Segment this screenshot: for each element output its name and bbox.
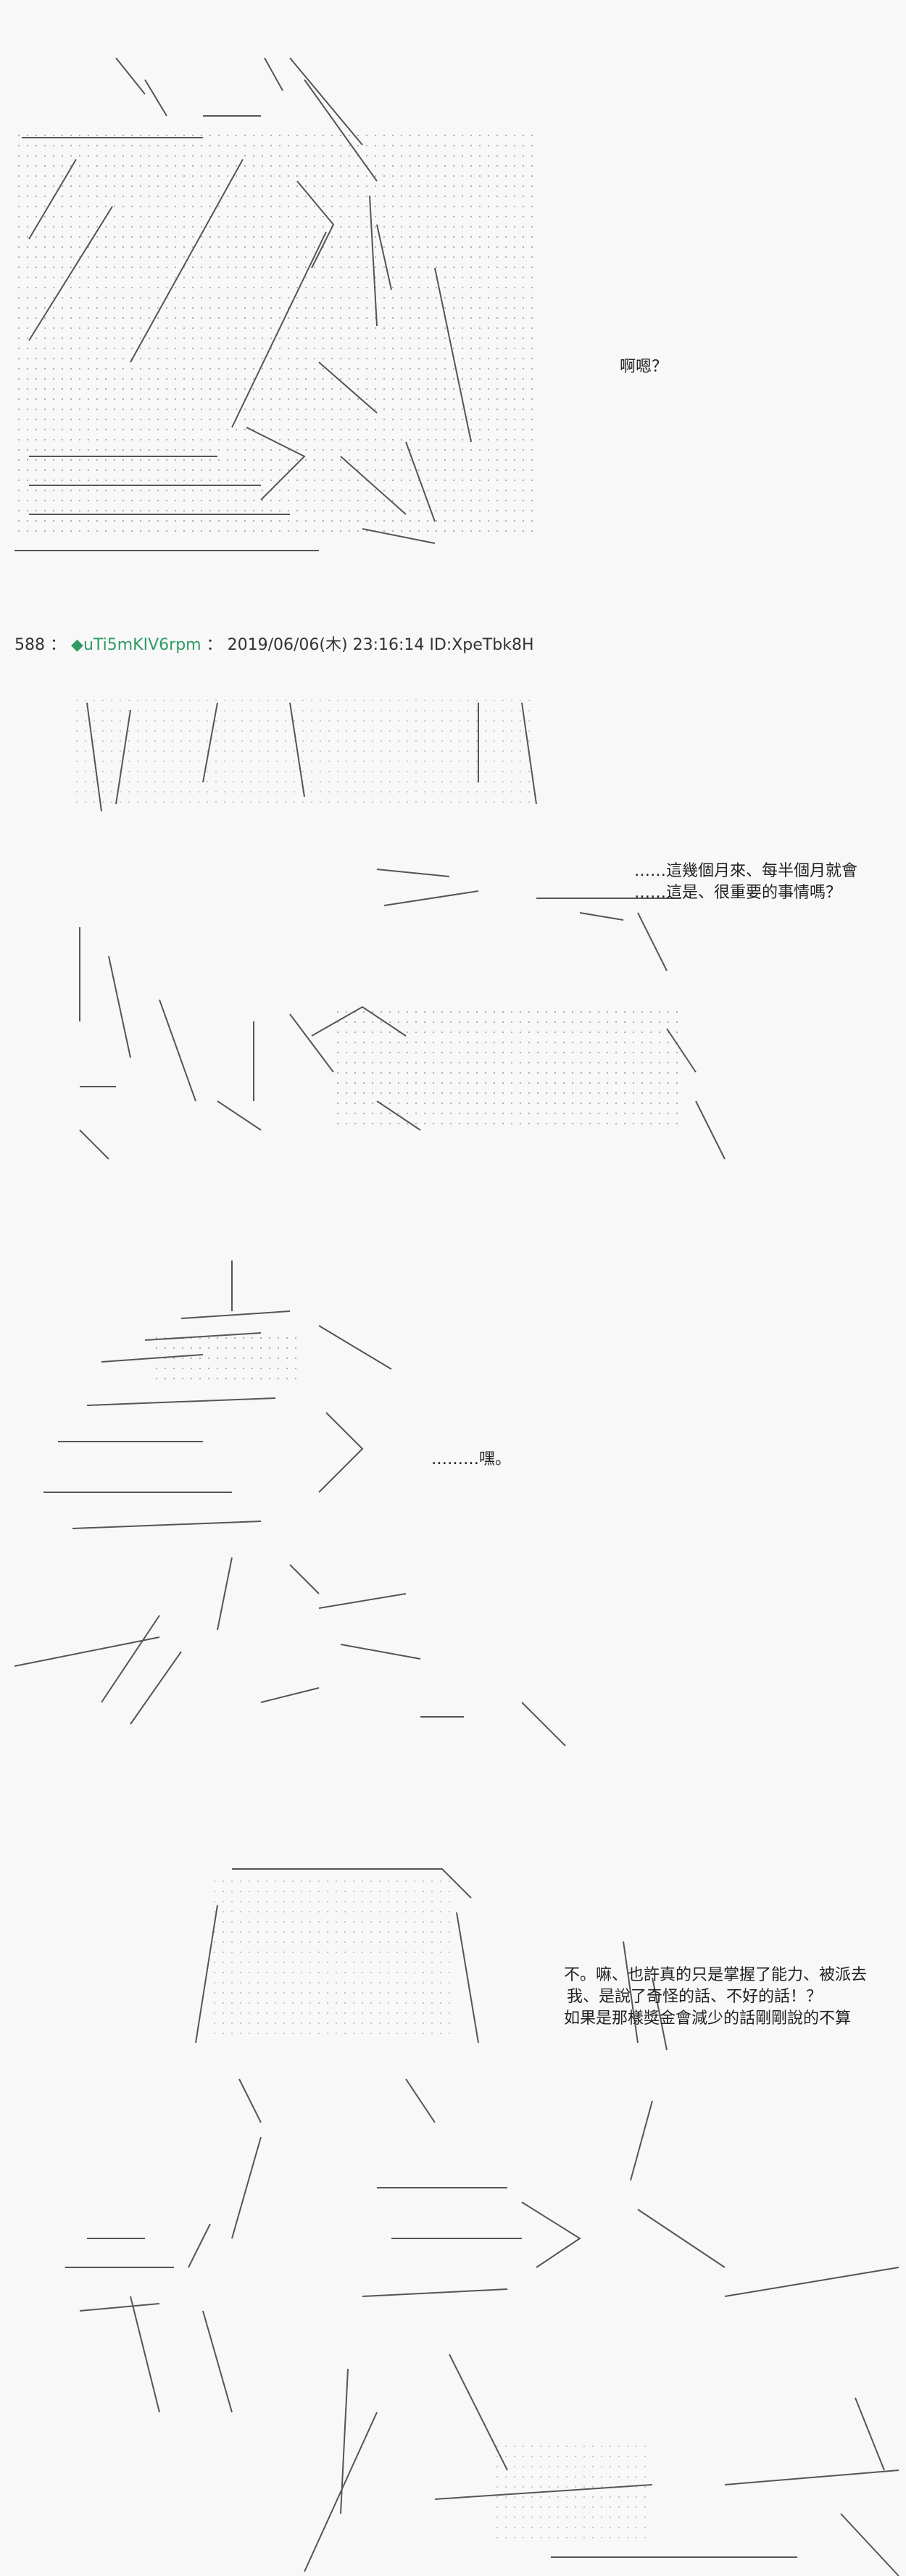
art-strokes xyxy=(14,57,472,551)
art-shading xyxy=(493,2441,652,2543)
post-number: 588 xyxy=(14,636,45,654)
dialogue-line: ………嘿。 xyxy=(431,1450,512,1468)
dialogue-line: 啊嗯？ xyxy=(620,358,668,376)
art-shading xyxy=(152,1333,297,1384)
separator: ： xyxy=(206,636,223,654)
dialogue-line: ……這是、很重要的事情嗎？ xyxy=(634,884,842,902)
ascii-art-panel-3 xyxy=(14,1253,580,1753)
art-shading xyxy=(210,1876,457,2043)
trip-diamond-icon: ◆ xyxy=(71,636,83,654)
art-shading xyxy=(14,130,536,536)
dialogue-line: 不。嘛、也許真的只是掌握了能力、被派去 xyxy=(564,1966,868,1984)
separator: ： xyxy=(50,636,67,654)
panel-4-dialogue: 不。嘛、也許真的只是掌握了能力、被派去 我、是說了奇怪的話、不好的話！？ 如果是… xyxy=(564,1965,906,2030)
post-header: 588 ： ◆uTi5mKIV6rpm ： 2019/06/06(木) 23:1… xyxy=(14,632,534,655)
trip-code[interactable]: uTi5mKIV6rpm xyxy=(83,636,201,654)
dialogue-line: 我、是說了奇怪的話、不好的話！？ xyxy=(567,1988,823,2006)
art-shading xyxy=(333,1007,681,1130)
ascii-art-panel-2 xyxy=(72,695,739,1166)
art-shading xyxy=(72,695,536,811)
post-datetime: 2019/06/06(木) 23:16:14 xyxy=(227,636,425,654)
art-strokes xyxy=(14,1260,566,1747)
panel-3-dialogue: ………嘿。 xyxy=(431,1449,511,1471)
post-id: ID:XpeTbk8H xyxy=(429,636,534,654)
panel-2-dialogue: ……這幾個月來、每半個月就會 ……這是、很重要的事情嗎？ xyxy=(634,861,857,904)
art-strokes xyxy=(79,702,726,1160)
ascii-art-panel-4 xyxy=(0,1862,906,2576)
dialogue-line: 如果是那樣獎金會減少的話剛剛說的不算 xyxy=(564,2010,852,2028)
art-strokes xyxy=(65,1868,899,2576)
panel-1-dialogue: 啊嗯？ xyxy=(620,356,668,378)
ascii-art-panel-1 xyxy=(0,51,573,601)
dialogue-line: ……這幾個月來、每半個月就會 xyxy=(634,862,858,880)
